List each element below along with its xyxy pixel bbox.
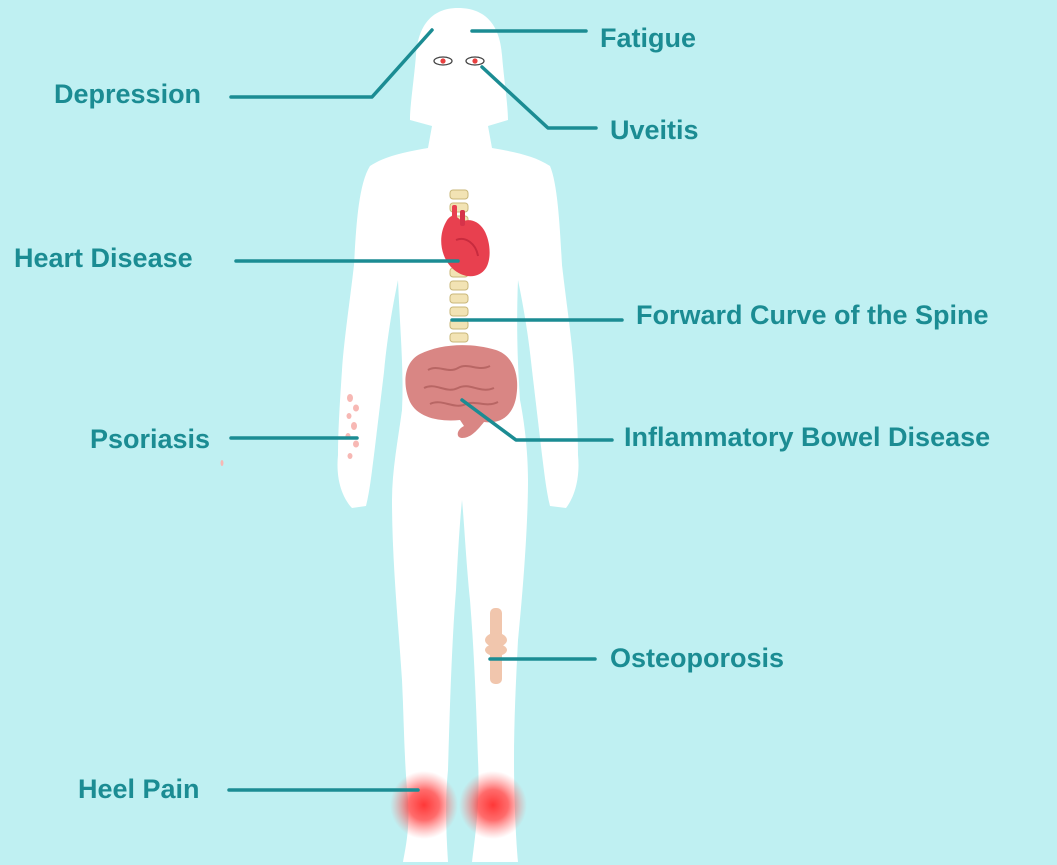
left-eye — [434, 57, 452, 65]
ibd-label: Inflammatory Bowel Disease — [624, 424, 990, 451]
psoriasis-label: Psoriasis — [90, 426, 210, 453]
right-eye — [466, 57, 484, 65]
depression-label: Depression — [54, 81, 201, 108]
depression-leader-line — [231, 30, 432, 97]
heart-disease-label: Heart Disease — [14, 245, 193, 272]
fatigue-label: Fatigue — [600, 25, 696, 52]
right-heel-glow — [459, 771, 527, 839]
left-heel-glow — [390, 771, 458, 839]
heel-pain-label: Heel Pain — [78, 776, 200, 803]
osteoporosis-label: Osteoporosis — [610, 645, 784, 672]
forward-curve-label: Forward Curve of the Spine — [636, 302, 989, 329]
uveitis-label: Uveitis — [610, 117, 699, 144]
